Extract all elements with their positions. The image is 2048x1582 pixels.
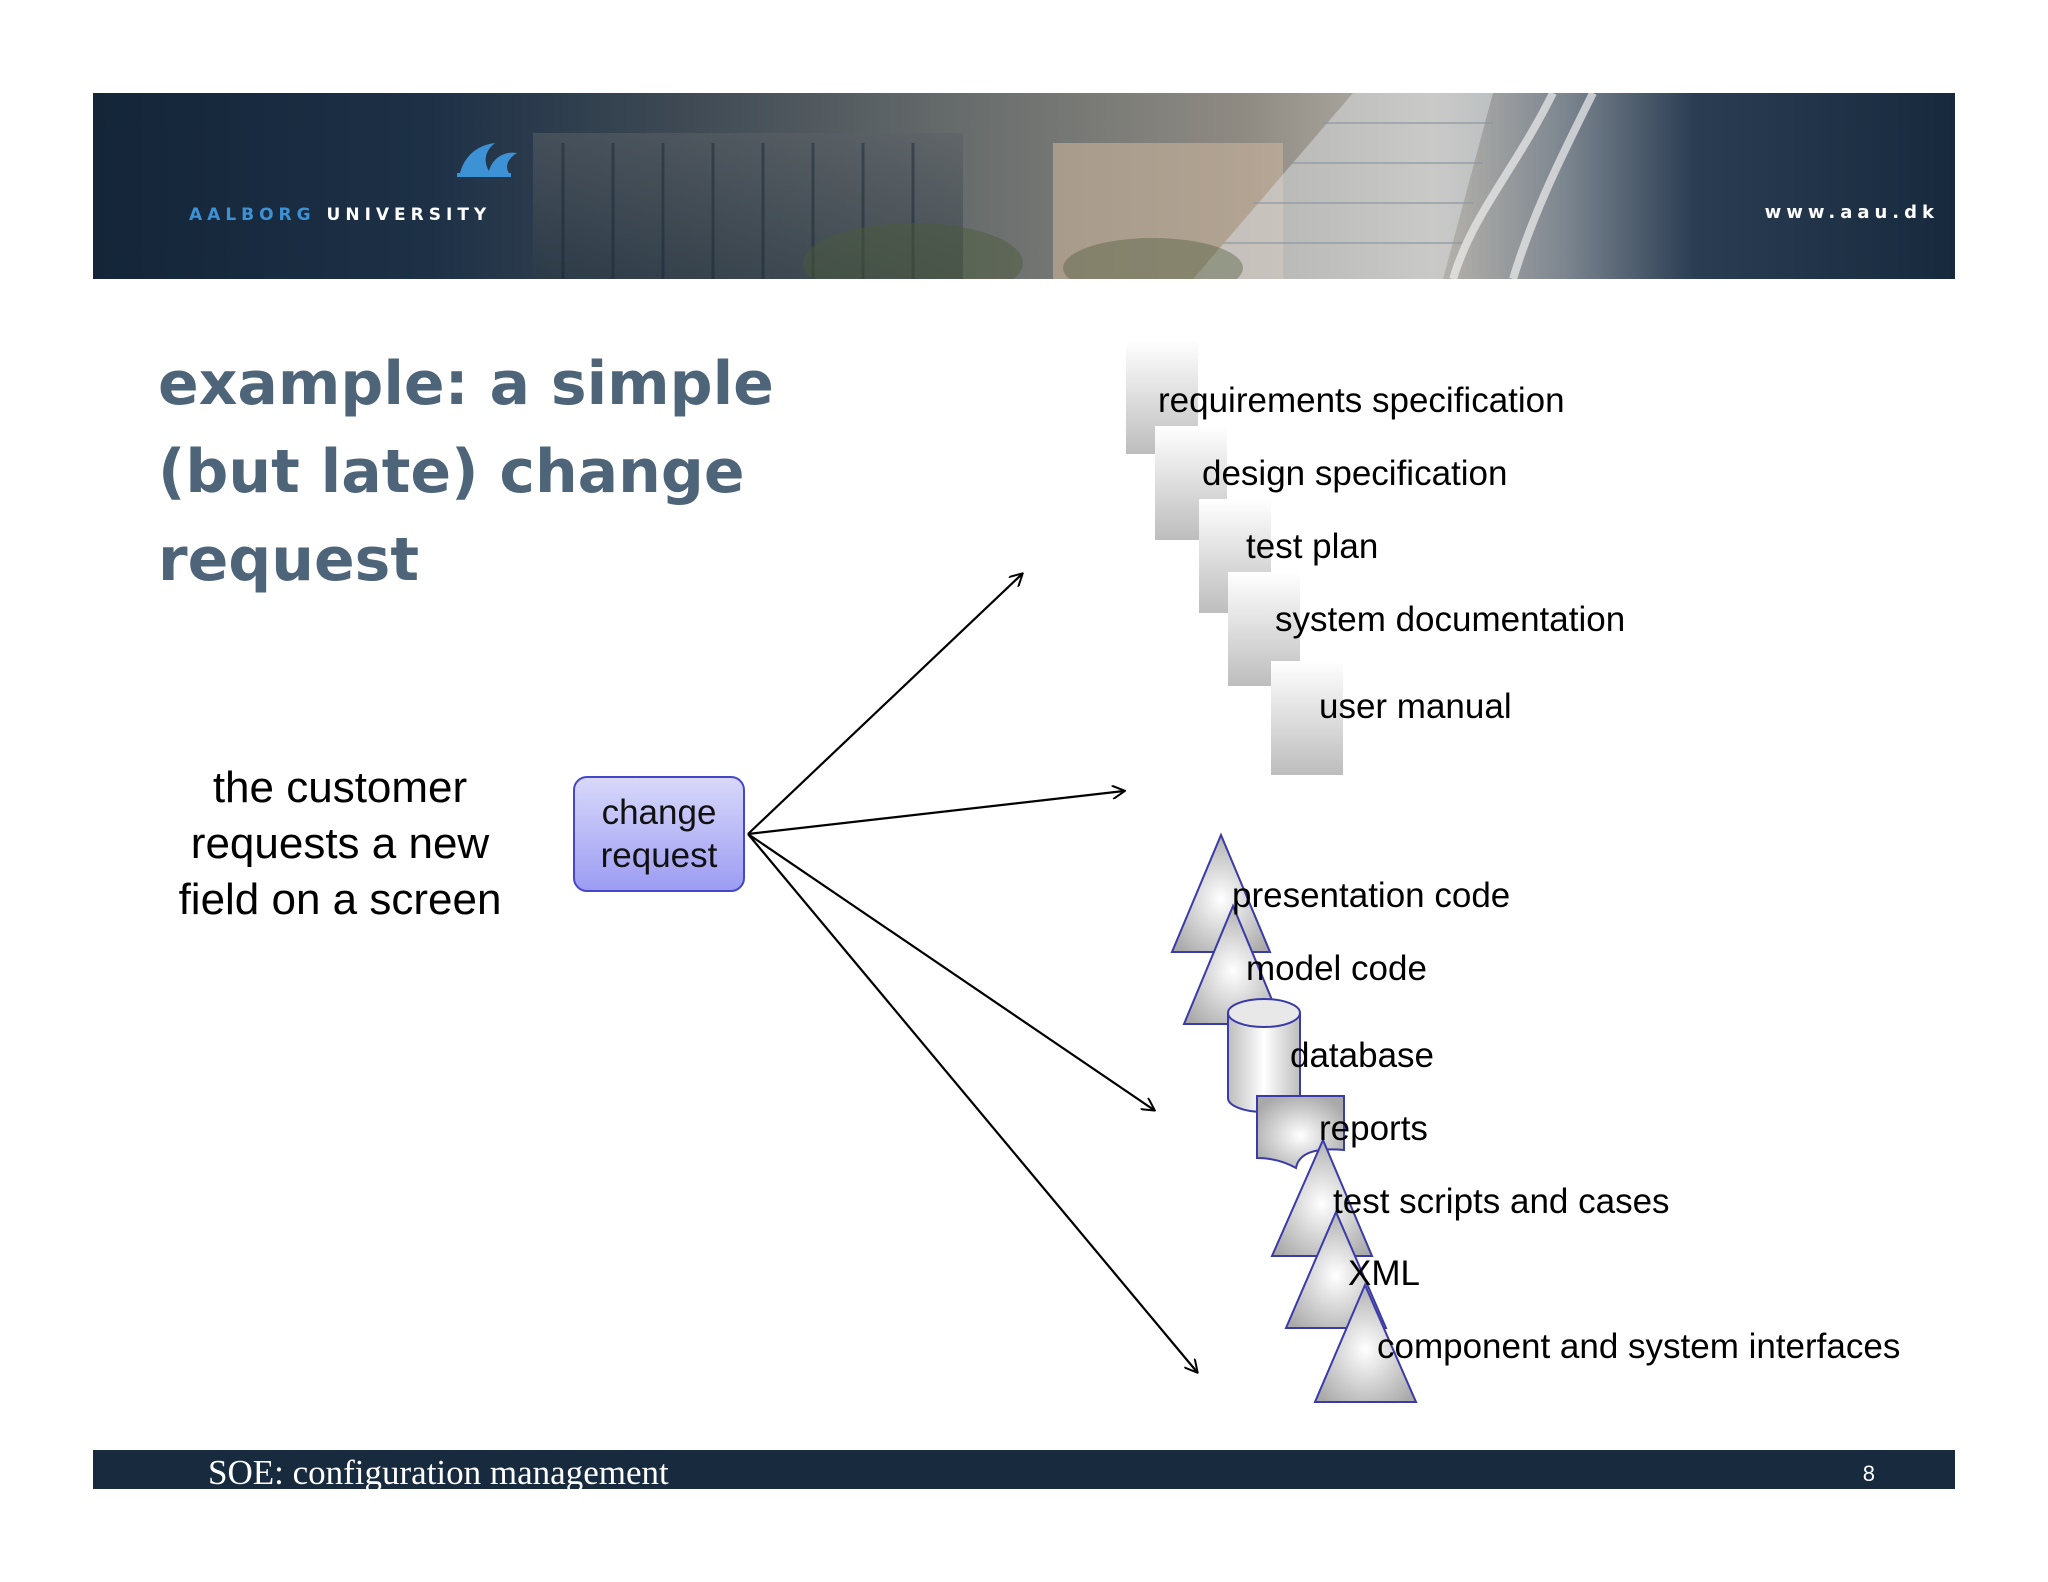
- artifact-label: database: [1290, 1036, 1435, 1075]
- arrow-to-interfaces: [747, 833, 1197, 1372]
- arrow-to-documents: [747, 574, 1022, 835]
- document-label: user manual: [1319, 687, 1512, 726]
- document-label: requirements specification: [1158, 381, 1565, 420]
- document-stack: [1126, 340, 1343, 775]
- report-page-icon: [1256, 1095, 1345, 1170]
- document-label: design specification: [1202, 454, 1508, 493]
- artifact-label: reports: [1319, 1109, 1428, 1148]
- artifact-label: presentation code: [1232, 876, 1511, 915]
- artifact-label: test scripts and cases: [1333, 1182, 1670, 1221]
- page-number: 8: [1862, 1461, 1875, 1486]
- artifact-label: model code: [1246, 949, 1427, 988]
- footer-course-title: SOE: configuration management: [208, 1453, 669, 1489]
- document-icon: [1271, 661, 1343, 775]
- document-label: system documentation: [1275, 600, 1626, 639]
- university-logo-icon: [457, 143, 517, 177]
- footer-bar: SOE: configuration management 8: [93, 1450, 1955, 1489]
- website-url: www.aau.dk: [1764, 202, 1939, 223]
- logo-word-university: UNIVERSITY: [326, 205, 492, 225]
- change-request-node: change request: [573, 776, 745, 892]
- scenario-description: the customer requests a new field on a s…: [178, 763, 502, 924]
- logo-word-aalborg: AALBORG: [189, 205, 316, 225]
- university-logo-text: AALBORG UNIVERSITY: [189, 205, 491, 225]
- artifact-shapes: [1170, 832, 1418, 1403]
- header-banner: AALBORG UNIVERSITY www.aau.dk: [93, 93, 1955, 279]
- artifact-label: XML: [1348, 1254, 1420, 1293]
- campus-photo-illustration: [457, 93, 1597, 279]
- slide-title: example: a simple (but late) change requ…: [158, 349, 774, 595]
- triangle-icon: [1313, 1282, 1418, 1403]
- artifact-label: component and system interfaces: [1377, 1327, 1901, 1366]
- document-label: test plan: [1246, 527, 1379, 566]
- impact-arrows: [747, 574, 1197, 1372]
- arrow-to-documents-lower: [747, 791, 1124, 836]
- arrow-to-database: [747, 833, 1154, 1110]
